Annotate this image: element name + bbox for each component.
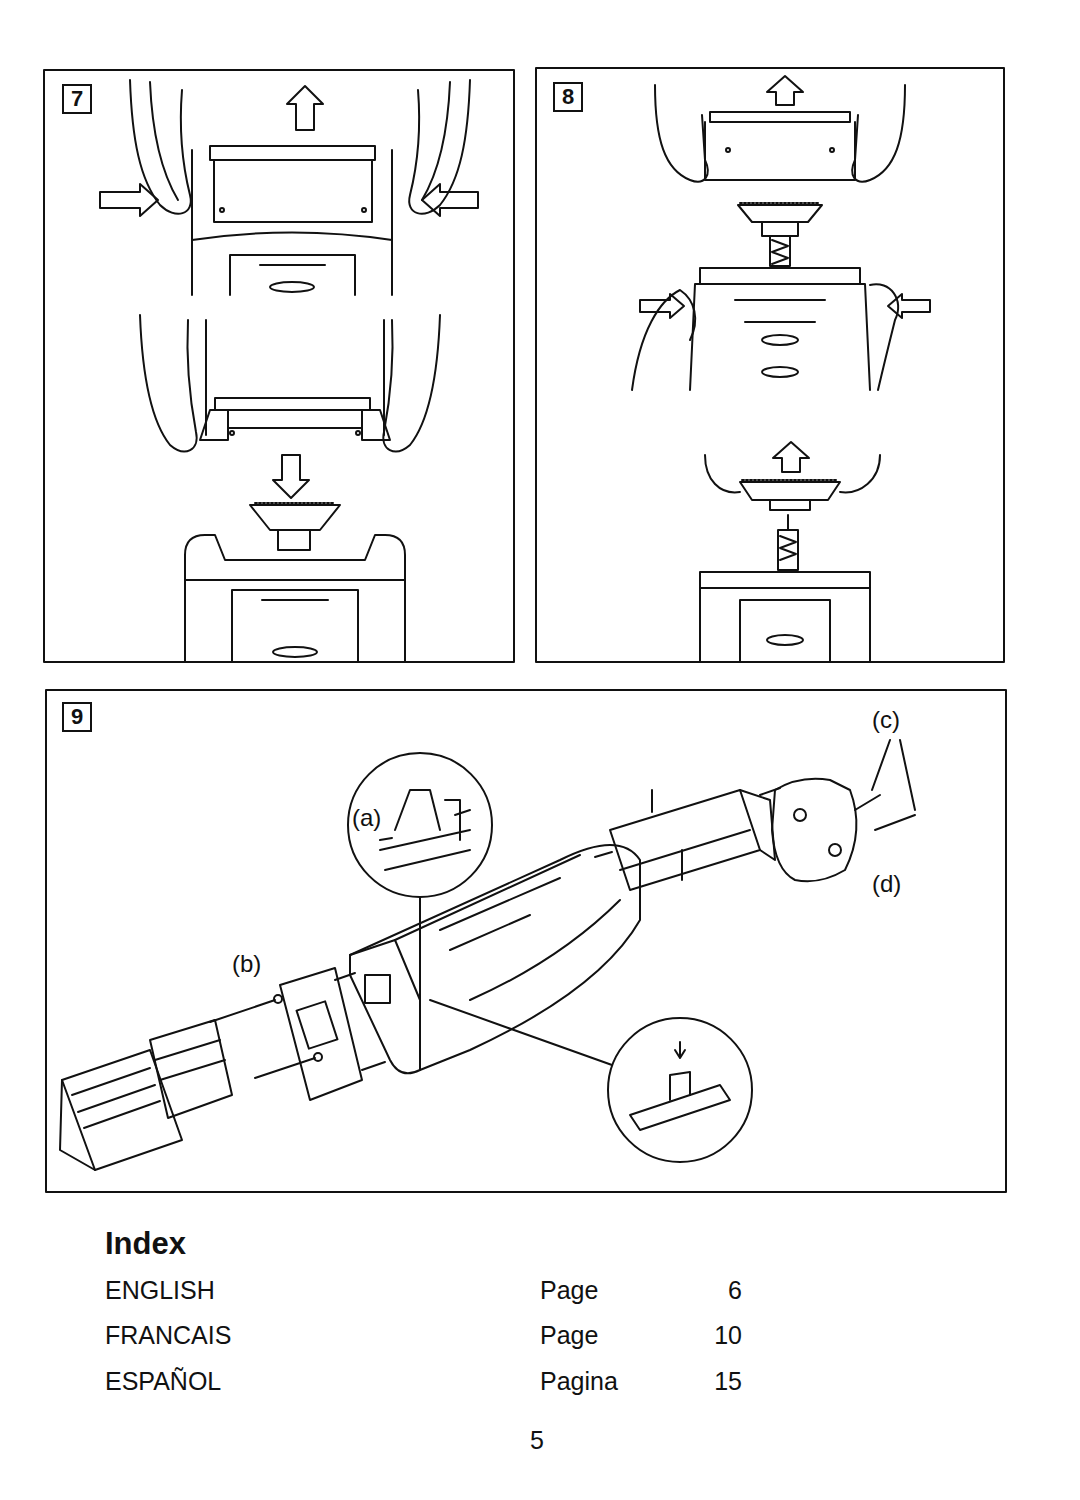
cutter-removal [632,76,930,662]
page-word: Pagina [540,1369,618,1394]
language-name: ESPAÑOL [105,1369,221,1394]
figure-number-box: 9 [62,702,92,732]
shaver-head-removal [100,80,478,662]
callout-letter: (a) [352,806,381,830]
language-name: ENGLISH [105,1278,215,1303]
page-word: Page [540,1278,598,1303]
figure-number-box: 8 [553,82,583,112]
battery-disassembly [60,740,915,1170]
figure-number: 8 [562,86,574,108]
page-number: 6 [728,1278,742,1303]
page-number: 10 [714,1323,742,1348]
callout-letter: (b) [232,952,261,976]
panel-frame [536,68,1004,662]
figure-number: 7 [71,88,83,110]
callout-letter: (d) [872,872,901,896]
page-word: Page [540,1323,598,1348]
section-heading: Index [105,1228,186,1259]
page-number: 15 [714,1369,742,1394]
panel-frame [44,70,514,662]
panel-frame [46,690,1006,1192]
callout-letter: (c) [872,708,900,732]
figure-number-box: 7 [62,84,92,114]
figure-number: 9 [71,706,83,728]
language-name: FRANCAIS [105,1323,231,1348]
folio-number: 5 [530,1428,544,1453]
